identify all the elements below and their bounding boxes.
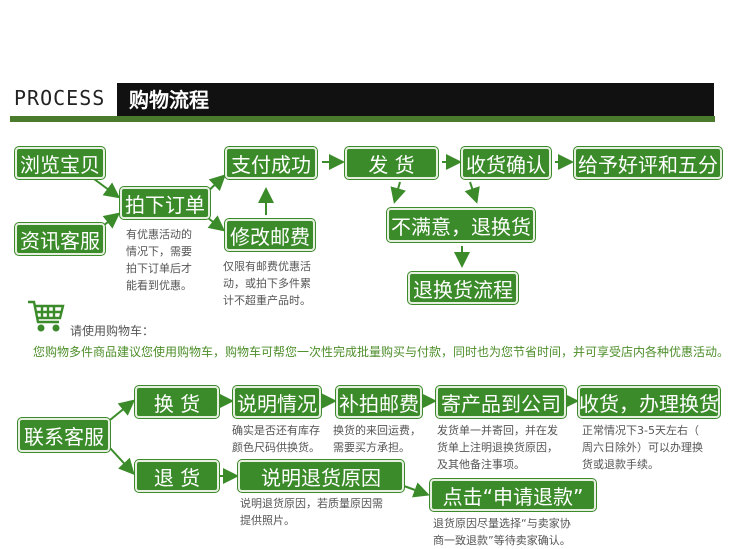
return-reason-button[interactable]: 说明退货原因 — [238, 460, 404, 492]
postage-note: 换货的来回运费， 需要买方承担。 — [333, 424, 421, 454]
reason-note: 说明退货原因，若质量原因需 提供照片。 — [240, 497, 383, 527]
confirm-receipt-button[interactable]: 收货确认 — [461, 147, 551, 179]
shopping-cart-icon — [28, 300, 65, 332]
consult-service-button[interactable]: 资讯客服 — [15, 223, 105, 255]
modify-postage-note: 仅限有邮费优惠活 动，或拍下多件累 计不超重产品时。 — [223, 260, 311, 307]
refund-button[interactable]: 退 货 — [135, 460, 219, 492]
cart-tip-description: 您购物多件商品建议您使用购物车，购物车可帮您一次性完成批量购买与付款，同时也为您… — [33, 345, 730, 359]
ship-button[interactable]: 发 货 — [345, 147, 438, 179]
exchange-button[interactable]: 换 货 — [135, 386, 219, 418]
process-label: PROCESS — [14, 86, 106, 110]
page-title: 购物流程 — [117, 83, 714, 117]
payment-success-button[interactable]: 支付成功 — [225, 147, 317, 179]
modify-postage-button[interactable]: 修改邮费 — [225, 219, 315, 251]
apply-refund-note: 退货原因尽量选择“与卖家协 商一致退款”等待卖家确认。 — [433, 517, 571, 547]
send-to-company-button[interactable]: 寄产品到公司 — [436, 386, 566, 418]
apply-refund-button[interactable]: 点击“申请退款” — [430, 479, 596, 511]
receive-exchange-button[interactable]: 收货，办理换货 — [578, 386, 720, 418]
receive-note: 正常情况下3-5天左右（ 周六日除外）可以办理换 货或退款手续。 — [582, 424, 703, 471]
extra-postage-button[interactable]: 补拍邮费 — [336, 386, 422, 418]
give-review-button[interactable]: 给予好评和五分 — [574, 147, 722, 179]
header-divider — [10, 116, 715, 122]
cart-tip-title: 请使用购物车： — [70, 324, 155, 338]
unsatisfied-return-button[interactable]: 不满意，退换货 — [387, 208, 535, 242]
place-order-button[interactable]: 拍下订单 — [120, 187, 210, 219]
explain-situation-button[interactable]: 说明情况 — [233, 386, 321, 418]
contact-service-button[interactable]: 联系客服 — [18, 418, 110, 452]
order-note: 有优惠活动的 情况下，需要 拍下订单后才 能看到优惠。 — [126, 228, 192, 292]
return-process-button[interactable]: 退换货流程 — [408, 272, 518, 304]
browse-button[interactable]: 浏览宝贝 — [15, 147, 105, 179]
send-note: 发货单一并寄回，并在发 货单上注明退换货原因， 及其他备注事项。 — [437, 424, 558, 471]
explain-note: 确实是否还有库存 颜色尺码供换货。 — [232, 424, 320, 454]
